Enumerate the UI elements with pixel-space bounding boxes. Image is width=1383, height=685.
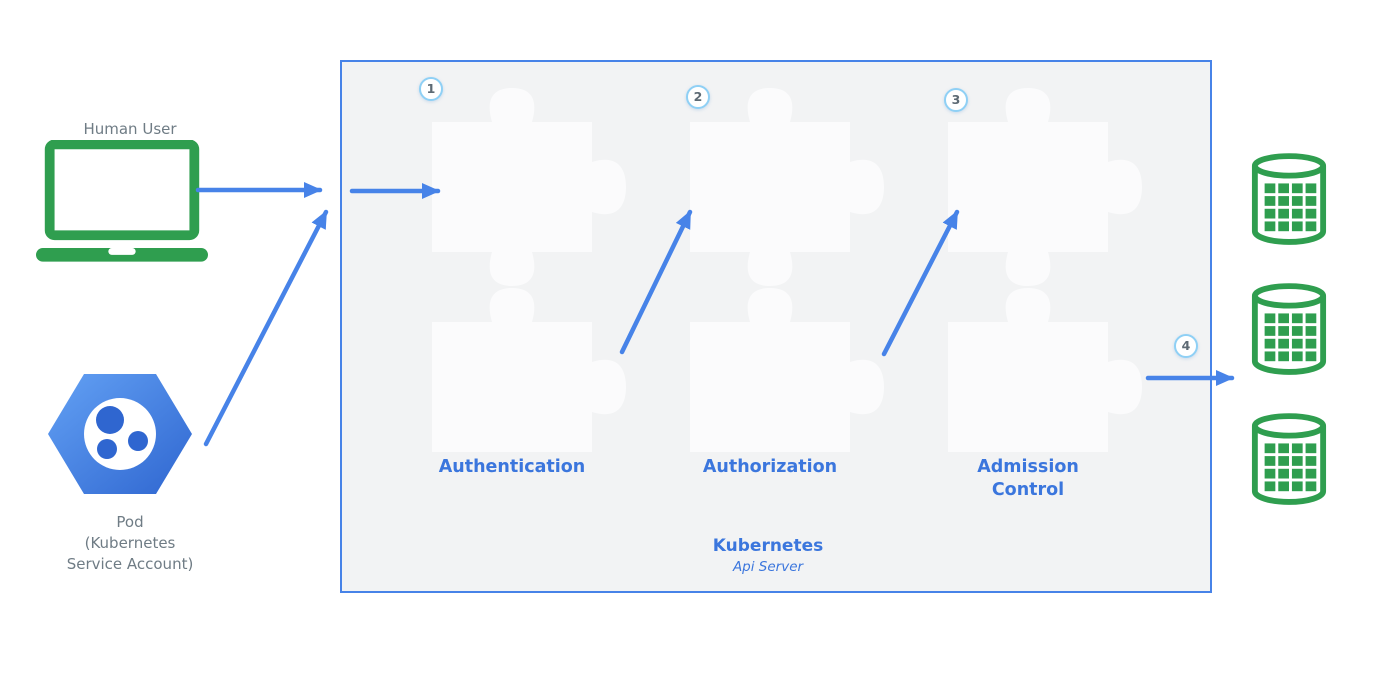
arrow-pod-to-apiserver — [203, 209, 329, 447]
api-server-subtitle: Api Server — [732, 559, 804, 575]
pod-label-line3: Service Account) — [66, 555, 194, 573]
puzzle-piece-authentication-bottom — [412, 282, 632, 488]
puzzle-piece-authorization-top — [670, 82, 890, 288]
puzzle-icon — [948, 288, 1142, 452]
pod-label: Pod (Kubernetes Service Account) — [18, 512, 242, 575]
puzzle-piece-admission-bottom — [928, 282, 1148, 488]
puzzle-icon — [948, 88, 1142, 286]
human-user-label: Human User — [83, 120, 177, 138]
puzzle-icon — [432, 288, 626, 452]
database-icon — [1250, 283, 1328, 381]
database-icon — [1250, 413, 1328, 511]
database-icon — [1250, 153, 1328, 251]
label-authentication: Authentication — [438, 457, 586, 477]
puzzle-piece-authentication-top — [412, 82, 632, 288]
label-admission-control: Admission Control — [977, 457, 1079, 500]
step-badge-4: 4 — [1174, 334, 1198, 358]
step-badge-3: 3 — [944, 88, 968, 112]
label-authorization: Authorization — [702, 457, 838, 477]
puzzle-icon — [432, 88, 626, 286]
api-server-title: Kubernetes — [712, 536, 824, 556]
puzzle-piece-admission-top — [928, 82, 1148, 288]
step-badge-1: 1 — [419, 77, 443, 101]
puzzle-icon — [690, 88, 884, 286]
pod-icon — [46, 368, 194, 504]
step-badge-2: 2 — [686, 85, 710, 109]
puzzle-icon — [690, 288, 884, 452]
pod-label-line1: Pod — [116, 513, 144, 531]
pod-label-line2: (Kubernetes — [84, 534, 176, 552]
laptop-icon — [36, 139, 208, 272]
puzzle-piece-authorization-bottom — [670, 282, 890, 488]
api-server-title-block: Kubernetes Api Server — [618, 536, 918, 575]
